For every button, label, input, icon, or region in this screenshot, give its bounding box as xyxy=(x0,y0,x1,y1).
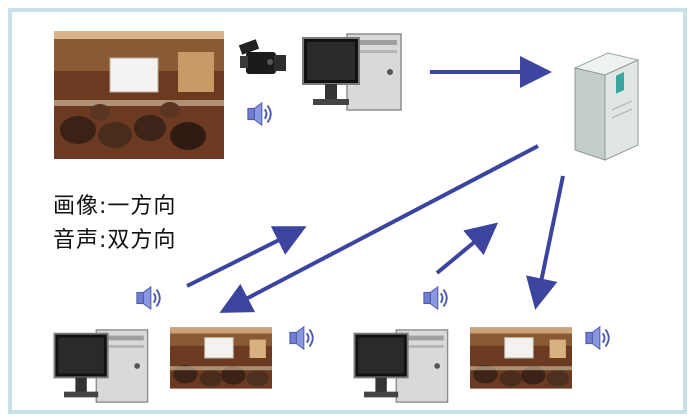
speaker-icon xyxy=(584,325,610,351)
desktop-pc-icon xyxy=(53,328,149,404)
arrow-left-receiver-up xyxy=(186,226,307,288)
audience-photo xyxy=(170,326,272,390)
desktop-pc-icon xyxy=(353,328,449,404)
speaker-icon xyxy=(246,101,272,127)
server-tower-icon xyxy=(573,52,640,161)
audience-photo xyxy=(470,326,572,390)
lecture-hall-photo xyxy=(54,31,224,159)
speaker-icon xyxy=(288,325,314,351)
caption-image-one-way: 画像:一方向 xyxy=(53,194,177,219)
arrow-server-to-right-receiver xyxy=(526,175,565,310)
arrow-server-to-left-receiver xyxy=(219,144,539,313)
speaker-icon xyxy=(422,285,448,311)
video-camera-icon xyxy=(238,39,286,74)
speaker-icon xyxy=(135,285,161,311)
desktop-pc-icon xyxy=(301,32,403,112)
arrow-right-receiver-up xyxy=(435,222,499,275)
caption-audio-two-way: 音声:双方向 xyxy=(53,228,177,253)
